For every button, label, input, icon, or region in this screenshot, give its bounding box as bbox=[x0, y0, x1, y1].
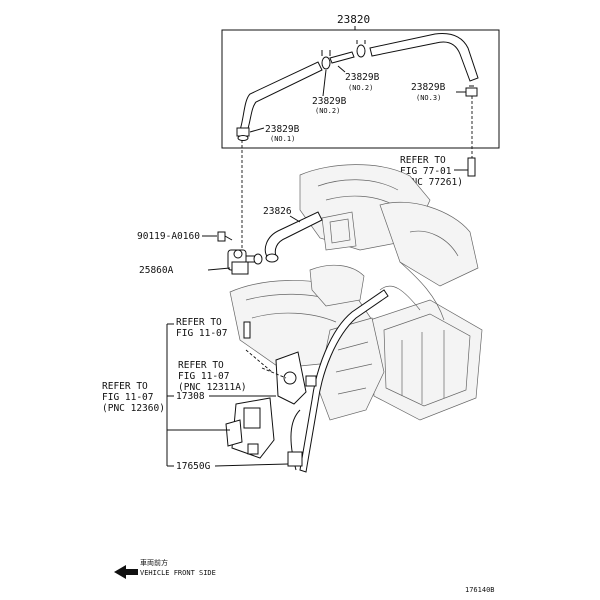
gasket-17308[interactable] bbox=[275, 351, 307, 405]
clamp-lower bbox=[287, 451, 303, 467]
hose-assembly-group: 23820 23829B ( bbox=[221, 13, 500, 149]
hose-23820-left[interactable] bbox=[239, 61, 323, 133]
vehicle-front-arrow-icon bbox=[114, 565, 138, 579]
part-label-23829b-no2-a[interactable]: 23829B bbox=[345, 72, 380, 83]
hose-23826[interactable] bbox=[264, 211, 323, 259]
refer-11a-line1[interactable]: REFER TO bbox=[176, 317, 222, 328]
tube-segment bbox=[329, 51, 355, 64]
valve-25860a[interactable] bbox=[227, 249, 263, 275]
bracket-17650g[interactable] bbox=[225, 397, 275, 459]
note-no2-b: (NO.2) bbox=[315, 107, 340, 115]
vehicle-front-label-en: VEHICLE FRONT SIDE bbox=[140, 569, 216, 577]
refer-11c-line3[interactable]: (PNC 12360) bbox=[102, 403, 165, 414]
pipe-end-77261 bbox=[467, 157, 476, 177]
refer-11a-dash bbox=[245, 349, 273, 373]
pipe-lower-a bbox=[299, 289, 389, 473]
clamp-23829b-no1[interactable] bbox=[236, 127, 250, 141]
part-label-23829b-no2-b[interactable]: 23829B bbox=[312, 96, 347, 107]
part-label-23826[interactable]: 23826 bbox=[263, 206, 292, 217]
refer-77-line1[interactable]: REFER TO bbox=[400, 155, 446, 166]
clamp-23829b-no2-b[interactable] bbox=[356, 40, 366, 58]
part-label-23829b-no3[interactable]: 23829B bbox=[411, 82, 446, 93]
refer-11b-line1[interactable]: REFER TO bbox=[178, 360, 224, 371]
vehicle-front-label-cn: 車両前方 bbox=[140, 558, 168, 567]
note-no1: (NO.1) bbox=[270, 135, 295, 143]
clamp-23829b-no3[interactable] bbox=[465, 85, 478, 97]
part-label-90119-a0160[interactable]: 90119-A0160 bbox=[137, 231, 200, 242]
part-label-17650g[interactable]: 17650G bbox=[176, 461, 211, 472]
refer-11c-line1[interactable]: REFER TO bbox=[102, 381, 148, 392]
hose-23826-end bbox=[265, 253, 279, 263]
clamp-23829b-no2-a[interactable] bbox=[321, 50, 331, 70]
refer-11a-line2[interactable]: FIG 11-07 bbox=[176, 328, 227, 339]
note-no3: (NO.3) bbox=[416, 94, 441, 102]
engine-sketch bbox=[229, 164, 483, 421]
refer-11b-dash bbox=[261, 367, 287, 379]
refer-11b-line3[interactable]: (PNC 12311A) bbox=[178, 382, 247, 393]
refer-77-line2[interactable]: FIG 77-01 bbox=[400, 166, 452, 177]
bolt-90119-a0160[interactable] bbox=[217, 231, 233, 242]
refer-11c-line2[interactable]: FIG 11-07 bbox=[102, 392, 153, 403]
note-no2-a: (NO.2) bbox=[348, 84, 373, 92]
part-label-23829b-no1[interactable]: 23829B bbox=[265, 124, 300, 135]
bolt-fig-11-07 bbox=[243, 321, 251, 339]
hose-23820-right[interactable] bbox=[369, 33, 479, 82]
clamp-mid bbox=[305, 375, 317, 387]
refer-11b-line2[interactable]: FIG 11-07 bbox=[178, 371, 229, 382]
part-label-17308[interactable]: 17308 bbox=[176, 391, 205, 402]
part-label-23820[interactable]: 23820 bbox=[337, 13, 370, 26]
assembly-box bbox=[221, 29, 500, 149]
part-label-25860a[interactable]: 25860A bbox=[139, 265, 174, 276]
refer-77-line3[interactable]: (PNC 77261) bbox=[400, 177, 463, 188]
figure-code: 176140B bbox=[465, 586, 495, 594]
